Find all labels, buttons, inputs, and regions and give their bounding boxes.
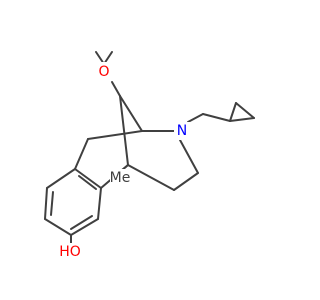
bond-ch2-cp	[202, 113, 231, 122]
molecule-diagram: O N Me HO	[44, 51, 255, 261]
label-bg-ho	[58, 243, 84, 261]
bond-n-ch2	[187, 113, 204, 123]
bond-c9-c5	[119, 95, 129, 166]
hydroxyl-label: HO	[59, 244, 81, 260]
atom-label-layer: O N Me HO	[58, 62, 190, 261]
bond-cp-b	[235, 102, 255, 119]
nitrogen-label: N	[177, 123, 187, 139]
bond-ar-double-1	[78, 175, 97, 190]
bond-ar-double-2	[70, 215, 93, 230]
bond-ar-3	[70, 218, 99, 236]
structure-canvas: O N Me HO	[44, 51, 255, 261]
bond-ar-5	[44, 187, 48, 220]
bond-ar-1	[74, 168, 102, 189]
methyl-label: Me	[110, 170, 131, 186]
bond-cp-c	[229, 117, 255, 122]
bond-ar-2	[97, 187, 102, 220]
label-bg-n	[174, 122, 190, 140]
bond-c3-c4	[173, 172, 199, 191]
label-bg-me	[110, 169, 132, 187]
label-bg-o	[96, 62, 112, 80]
bond-cp-a	[229, 102, 237, 122]
bond-n-c3	[179, 139, 199, 174]
bond-ar-double-3	[50, 191, 54, 216]
bond-c4-c5	[127, 164, 175, 191]
bond-c1-c10	[87, 130, 143, 140]
bond-layer	[44, 51, 255, 245]
methoxy-oxygen-label: O	[98, 64, 109, 80]
bond-o-c9	[111, 81, 121, 97]
bond-c10-ar	[74, 138, 89, 170]
bond-c9-c1	[119, 95, 143, 132]
bond-ar-4	[44, 218, 72, 236]
bond-ar-6	[46, 168, 76, 189]
